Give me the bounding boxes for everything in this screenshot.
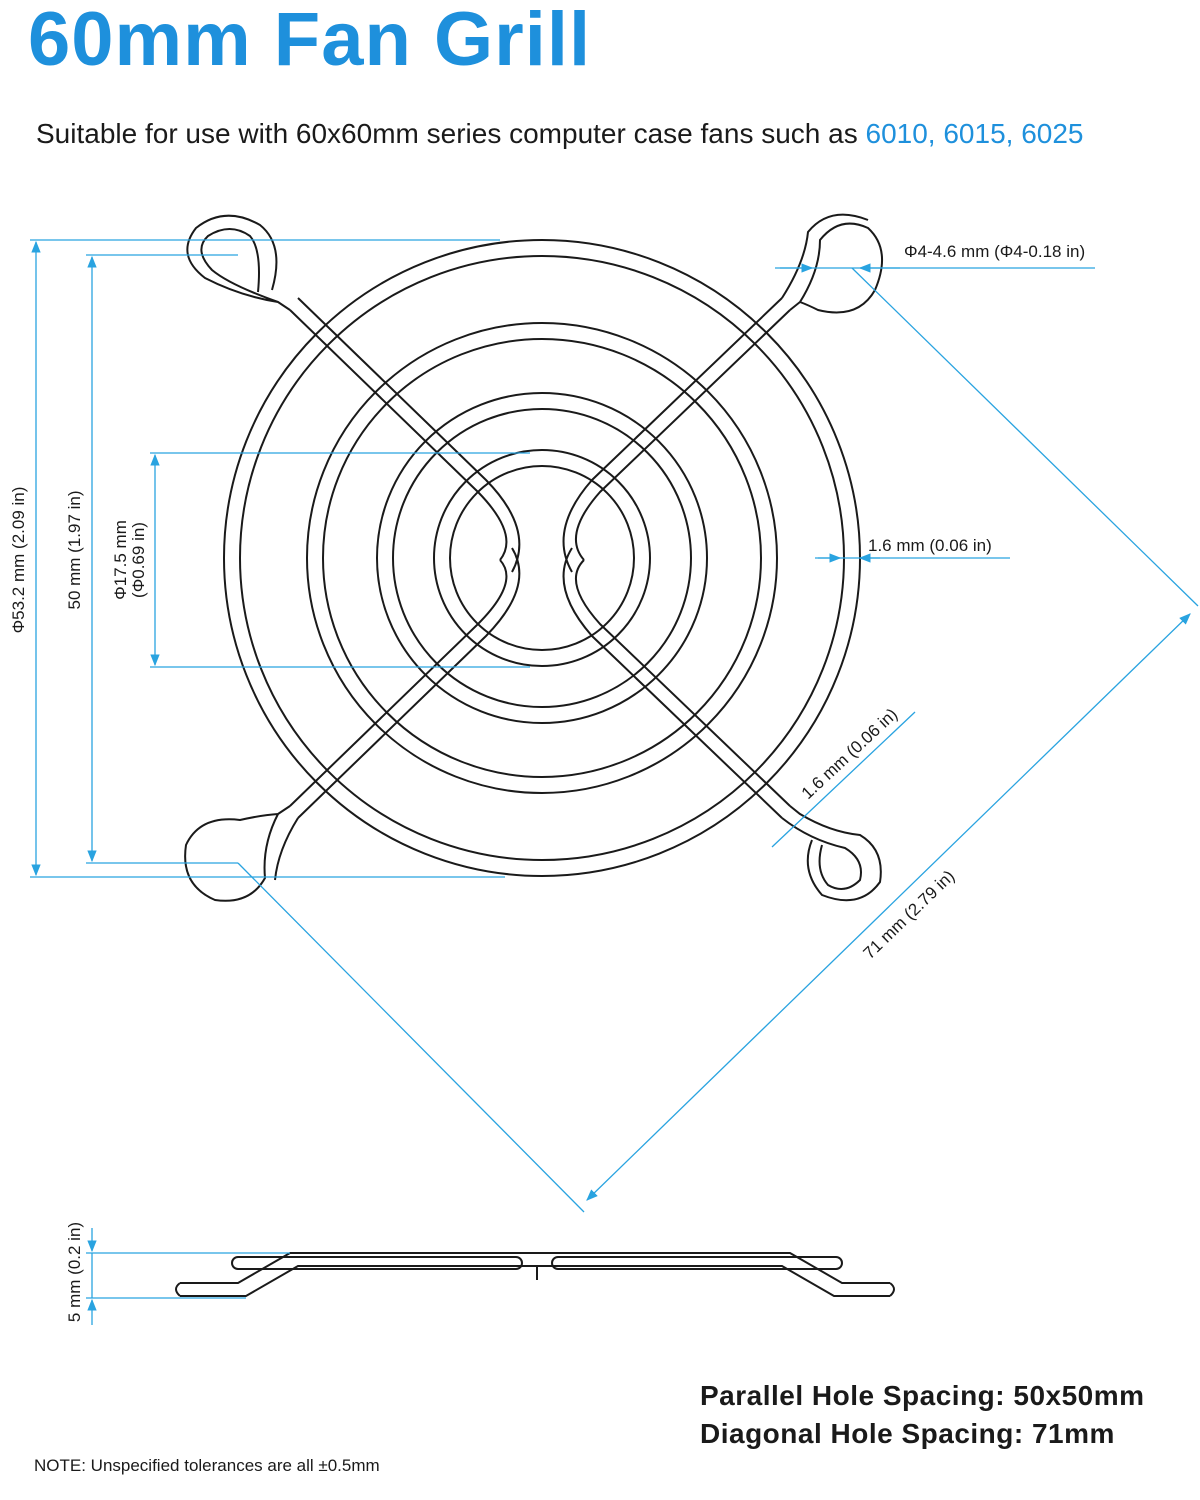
- dim-parallel-label: 50 mm (1.97 in): [65, 490, 84, 609]
- side-left-cap: [175, 1282, 181, 1297]
- dim-side-label: 5 mm (0.2 in): [65, 1222, 84, 1322]
- diagonal-spacing-spec: Diagonal Hole Spacing: 71mm: [700, 1418, 1115, 1449]
- side-top-left-bar: [231, 1256, 523, 1270]
- subtitle-models: 6010, 6015, 6025: [865, 118, 1084, 149]
- outer-ring-inner: [239, 255, 845, 861]
- side-top-right-bar: [551, 1256, 843, 1270]
- dimension-lines: [30, 239, 1199, 1325]
- dim-wire-ring-label: 1.6 mm (0.06 in): [868, 536, 992, 555]
- loop-bottom-right: [781, 805, 882, 902]
- ring2-inner: [322, 338, 762, 778]
- tolerance-note: NOTE: Unspecified tolerances are all ±0.…: [34, 1456, 380, 1475]
- side-bent-wire: [180, 1252, 890, 1297]
- dim-spoke-line: [771, 711, 916, 848]
- spoke-bottom-left: [289, 547, 521, 819]
- page-title: 60mm Fan Grill: [28, 0, 592, 82]
- dim-diagonal-label: 71 mm (2.79 in): [860, 867, 959, 963]
- subtitle: Suitable for use with 60x60mm series com…: [36, 118, 1083, 150]
- ring3-outer: [376, 392, 708, 724]
- ring3-inner: [392, 408, 692, 708]
- dim-spoke-label: 1.6 mm (0.06 in): [798, 705, 901, 803]
- ring4-outer: [433, 449, 651, 667]
- side-right-cap: [889, 1282, 895, 1297]
- dim-hole-label: Φ4-4.6 mm (Φ4-0.18 in): [904, 242, 1085, 261]
- loop-bottom-left: [184, 805, 299, 902]
- loop-top-left: [186, 214, 291, 311]
- subtitle-text: Suitable for use with 60x60mm series com…: [36, 118, 866, 149]
- spoke-top-right: [562, 297, 791, 573]
- side-view: [175, 1252, 895, 1297]
- parallel-spacing-spec: Parallel Hole Spacing: 50x50mm: [700, 1380, 1145, 1411]
- grill-body: [184, 213, 884, 902]
- dim-center-label-1: Φ17.5 mm: [111, 520, 130, 600]
- spoke-top-left: [289, 297, 521, 573]
- spoke-bottom-right: [562, 547, 791, 819]
- dim-diagonal-ext-bottom: [237, 862, 585, 1213]
- dim-diagonal-ext-top: [851, 267, 1199, 607]
- ring2-outer: [306, 322, 778, 794]
- dim-outer-label: Φ53.2 mm (2.09 in): [9, 487, 28, 634]
- dim-center-label-2: (Φ0.69 in): [129, 522, 148, 598]
- ring4-inner: [449, 465, 635, 651]
- loop-top-right: [781, 213, 884, 314]
- dim-diagonal-arrow: [586, 613, 1191, 1201]
